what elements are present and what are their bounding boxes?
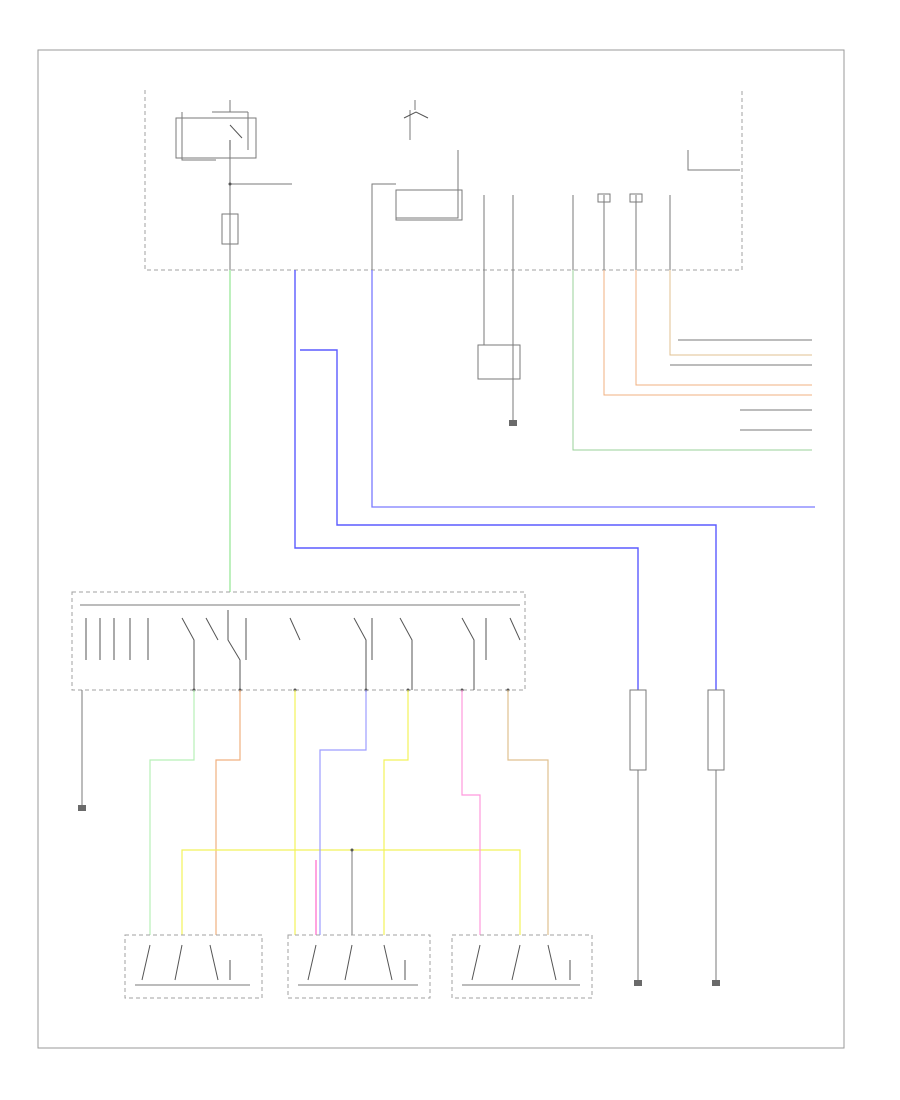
seat-switch-outline xyxy=(71,591,526,691)
seat-motor-lift xyxy=(287,934,431,999)
wire-blue-3 xyxy=(371,270,815,508)
harness-wires xyxy=(229,270,815,690)
wire-blue-1 xyxy=(294,270,639,690)
ground-junction-box xyxy=(477,344,521,380)
seat-switch-block xyxy=(71,591,526,760)
fuse-symbol xyxy=(403,111,429,119)
relay-box xyxy=(175,117,257,159)
ground-icon xyxy=(712,980,720,986)
seat-heater-passenger xyxy=(707,689,725,986)
seat-switch-contacts xyxy=(85,610,521,692)
diagram-border xyxy=(37,49,845,1049)
wire-motor-green xyxy=(149,690,195,935)
seat-heater-driver xyxy=(629,689,647,986)
wire-motor-pink xyxy=(461,690,481,935)
wire-right-1 xyxy=(572,270,812,451)
ground-icon xyxy=(509,420,517,426)
seat-motor-recline xyxy=(124,934,263,999)
wire-motor-yellow-c xyxy=(383,690,409,935)
relay-coil-box xyxy=(395,189,463,221)
relay-contact xyxy=(229,124,243,150)
wire-motor-violet xyxy=(319,690,367,935)
circuit-breaker xyxy=(221,213,239,245)
ground-icon xyxy=(78,805,86,811)
ground-icon xyxy=(634,980,642,986)
seat-motor-slide xyxy=(451,934,593,999)
wire-blue-2 xyxy=(300,349,717,690)
wire-motor-tan xyxy=(215,690,241,935)
junction-block xyxy=(144,90,743,271)
motor-wires xyxy=(149,690,549,935)
wire-motor-tan-2 xyxy=(507,690,549,935)
connector-pin-block xyxy=(597,193,611,203)
junction-block-outline xyxy=(144,90,743,271)
wire-motor-yellow-b xyxy=(181,849,521,935)
wire-right-3 xyxy=(635,270,812,386)
wire-right-4 xyxy=(669,270,812,356)
wire-right-2 xyxy=(603,270,812,396)
